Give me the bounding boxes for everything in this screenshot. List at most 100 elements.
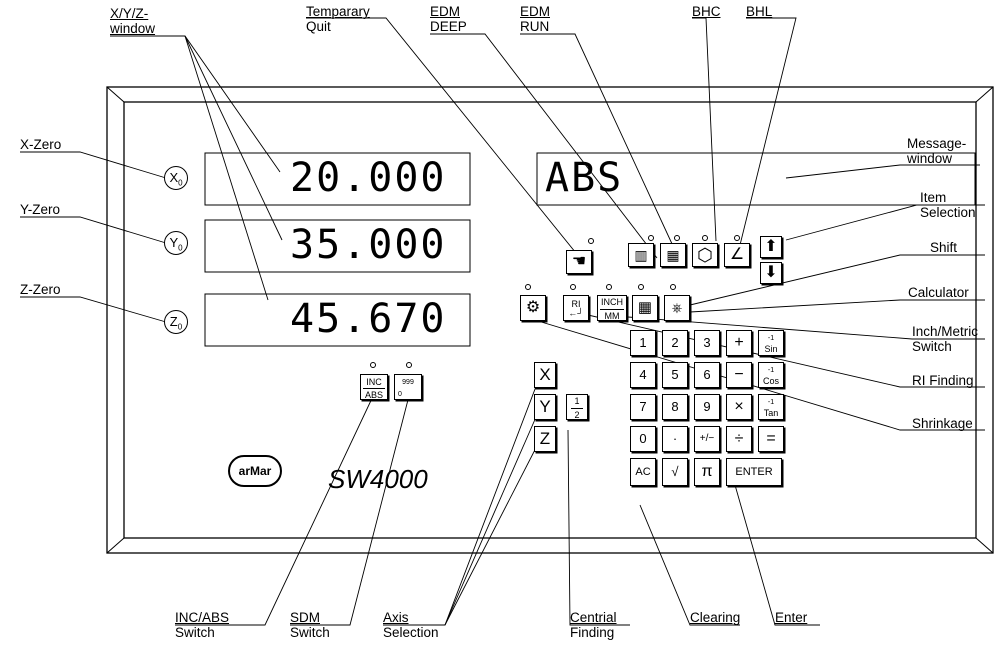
plus-button[interactable]: + [726, 330, 752, 356]
key-7[interactable]: 7 [630, 394, 656, 420]
axis-x-button[interactable]: X [534, 362, 556, 388]
led-edm-deep [648, 235, 654, 241]
led-shrinkage [525, 284, 531, 290]
label-item-selection-line1: Item [920, 190, 947, 205]
temporary-quit-button[interactable]: ☚ [566, 250, 592, 274]
ri-arrow-icon: ←┘ [568, 308, 584, 318]
key-1[interactable]: 1 [630, 330, 656, 356]
label-x-zero: X-Zero [20, 137, 62, 152]
inc-key-label: INC [366, 377, 382, 387]
inc-abs-button[interactable]: INC ABS [360, 374, 388, 400]
key-3[interactable]: 3 [694, 330, 720, 356]
equals-button[interactable]: = [758, 426, 784, 452]
shift-button[interactable]: ⎈ [664, 295, 690, 321]
key-4[interactable]: 4 [630, 362, 656, 388]
divide-button[interactable]: ÷ [726, 426, 752, 452]
led-shift [670, 284, 676, 290]
trig-label: Sin [764, 344, 778, 354]
label-shift: Shift [930, 240, 958, 255]
y-zero-sub: 0 [178, 243, 183, 253]
trig-label: Tan [763, 408, 779, 418]
inch-key-label: INCH [601, 297, 623, 307]
y-zero-button[interactable]: Y0 [164, 231, 188, 255]
led-inch [606, 284, 612, 290]
key-0[interactable]: 0 [630, 426, 656, 452]
arrow-down-icon: ⬇ [764, 264, 778, 281]
message-readout: ABS [545, 155, 624, 201]
y-axis-readout: 35.000 [290, 222, 447, 268]
led-ri [570, 284, 576, 290]
x-zero-letter: X [169, 170, 179, 185]
z-zero-letter: Z [169, 314, 178, 329]
label-enter: Enter [775, 610, 808, 625]
bhl-button[interactable]: ∠ [724, 243, 750, 267]
multiply-button[interactable]: × [726, 394, 752, 420]
x-zero-sub: 0 [178, 178, 183, 188]
label-edm-run-line2: RUN [520, 19, 550, 34]
enter-button[interactable]: ENTER [726, 458, 782, 486]
label-axis-selection-line2: Selection [383, 625, 439, 640]
label-item-selection-line2: Selection [920, 205, 976, 220]
label-inch-metric-line2: Switch [912, 339, 952, 354]
plus-minus-button[interactable]: +/− [694, 426, 720, 452]
label-calculator: Calculator [908, 285, 969, 300]
label-xyz-window-line2: window [110, 21, 156, 36]
z-axis-readout: 45.670 [290, 296, 447, 342]
sqrt-button[interactable]: √ [662, 458, 688, 486]
label-edm-run-line1: EDM [520, 4, 550, 19]
abs-key-label: ABS [363, 388, 385, 400]
x-axis-readout: 20.000 [290, 155, 447, 201]
key-8[interactable]: 8 [662, 394, 688, 420]
z-zero-button[interactable]: Z0 [164, 310, 188, 334]
inverse-superscript: -1 [767, 399, 775, 406]
mm-key-label: MM [600, 309, 624, 321]
key-5[interactable]: 5 [662, 362, 688, 388]
inch-metric-button[interactable]: INCH MM [597, 295, 627, 321]
ri-finding-button[interactable]: RI ←┘ [563, 295, 589, 321]
label-inch-metric-line1: Inch/Metric [912, 324, 979, 339]
label-inc-abs-line2: Switch [175, 625, 215, 640]
centrial-finding-button[interactable]: 1 2 [566, 394, 588, 420]
decimal-button[interactable]: · [662, 426, 688, 452]
label-shrinkage: Shrinkage [912, 416, 973, 431]
x-zero-button[interactable]: X0 [164, 166, 188, 190]
calculator-icon: ▦ [637, 299, 653, 316]
label-bhl: BHL [746, 4, 773, 19]
item-up-button[interactable]: ⬆ [760, 236, 782, 258]
label-axis-selection-line1: Axis [383, 610, 409, 625]
label-edm-deep: EDM DEEP [430, 4, 467, 34]
axis-z-button[interactable]: Z [534, 426, 556, 452]
inverse-superscript: -1 [767, 335, 775, 342]
key-6[interactable]: 6 [694, 362, 720, 388]
z-zero-sub: 0 [177, 322, 183, 332]
shrinkage-button[interactable]: ⚙ [520, 295, 546, 321]
y-zero-letter: Y [169, 235, 179, 250]
edm-run-button[interactable]: ▦ [660, 243, 686, 267]
label-temporary-quit-line1: Temparary [306, 4, 370, 19]
pi-button[interactable]: π [694, 458, 720, 486]
label-xyz-window-line1: X/Y/Z- [110, 6, 149, 21]
label-edm-deep-line1: EDM [430, 4, 460, 19]
key-9[interactable]: 9 [694, 394, 720, 420]
model-name: SW4000 [328, 464, 428, 494]
calculator-button[interactable]: ▦ [632, 295, 658, 321]
arrow-up-icon: ⬆ [764, 238, 778, 255]
item-down-button[interactable]: ⬇ [760, 262, 782, 284]
label-temporary-quit-line2: Quit [306, 19, 331, 34]
minus-button[interactable]: − [726, 362, 752, 388]
circle-icon: ⬡ [697, 245, 713, 265]
led-temporary-quit [588, 238, 594, 244]
ac-button[interactable]: AC [630, 458, 656, 486]
led-sdm [406, 362, 412, 368]
bhc-button[interactable]: ⬡ [692, 243, 718, 267]
label-sdm-line1: SDM [290, 610, 320, 625]
sdm-button[interactable]: 999 0 [394, 374, 422, 400]
label-ri-finding: RI Finding [912, 373, 974, 388]
key-2[interactable]: 2 [662, 330, 688, 356]
edm-deep-button[interactable]: ▥ [628, 243, 654, 267]
axis-y-button[interactable]: Y [534, 394, 556, 420]
